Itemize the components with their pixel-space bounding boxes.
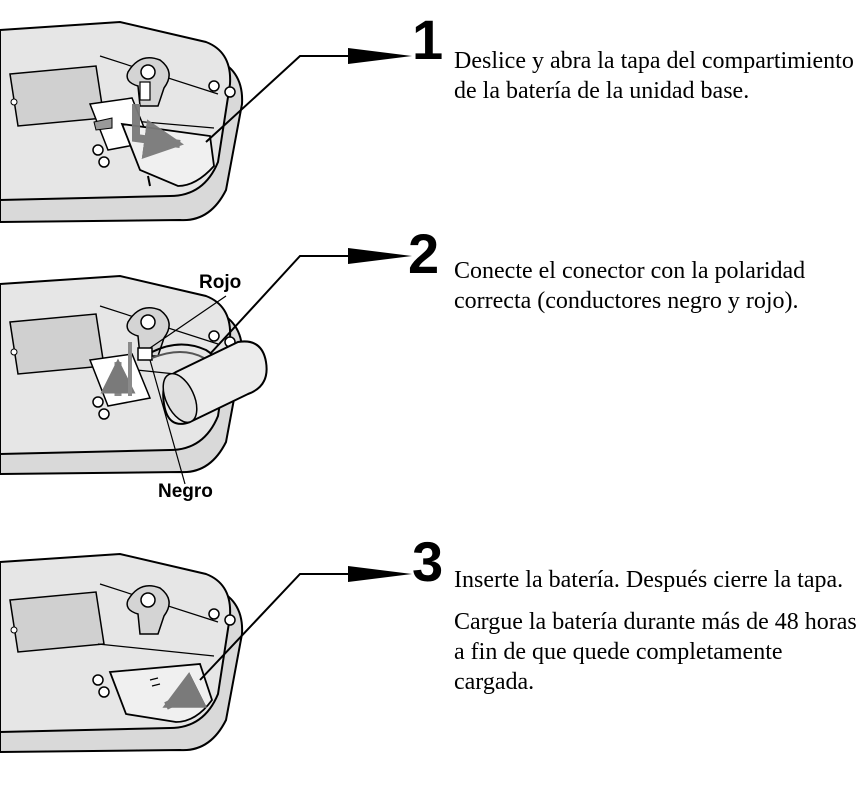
- step-2-text: Conecte el conector con la polaridad cor…: [454, 256, 858, 316]
- step-2-instruction: Conecte el conector con la polaridad cor…: [454, 258, 806, 314]
- step3-illustration: [0, 552, 412, 754]
- step-1-text: Deslice y abra la tapa del compartimient…: [454, 46, 858, 106]
- step-number-2: 2: [408, 222, 440, 285]
- step-1-instruction: Deslice y abra la tapa del compartimient…: [454, 48, 854, 104]
- step-number-3: 3: [412, 530, 444, 593]
- step-number-1: 1: [412, 8, 444, 71]
- step1-illustration: [0, 20, 412, 224]
- red-wire-label: Rojo: [199, 272, 242, 293]
- step2-illustration: [0, 248, 412, 485]
- step-3-note: Cargue la batería durante más de 48 hora…: [454, 609, 857, 695]
- step-3-text: Inserte la batería. Después cierre la ta…: [454, 565, 858, 697]
- step-3-instruction: Inserte la batería. Después cierre la ta…: [454, 567, 844, 593]
- black-wire-label: Negro: [158, 481, 213, 502]
